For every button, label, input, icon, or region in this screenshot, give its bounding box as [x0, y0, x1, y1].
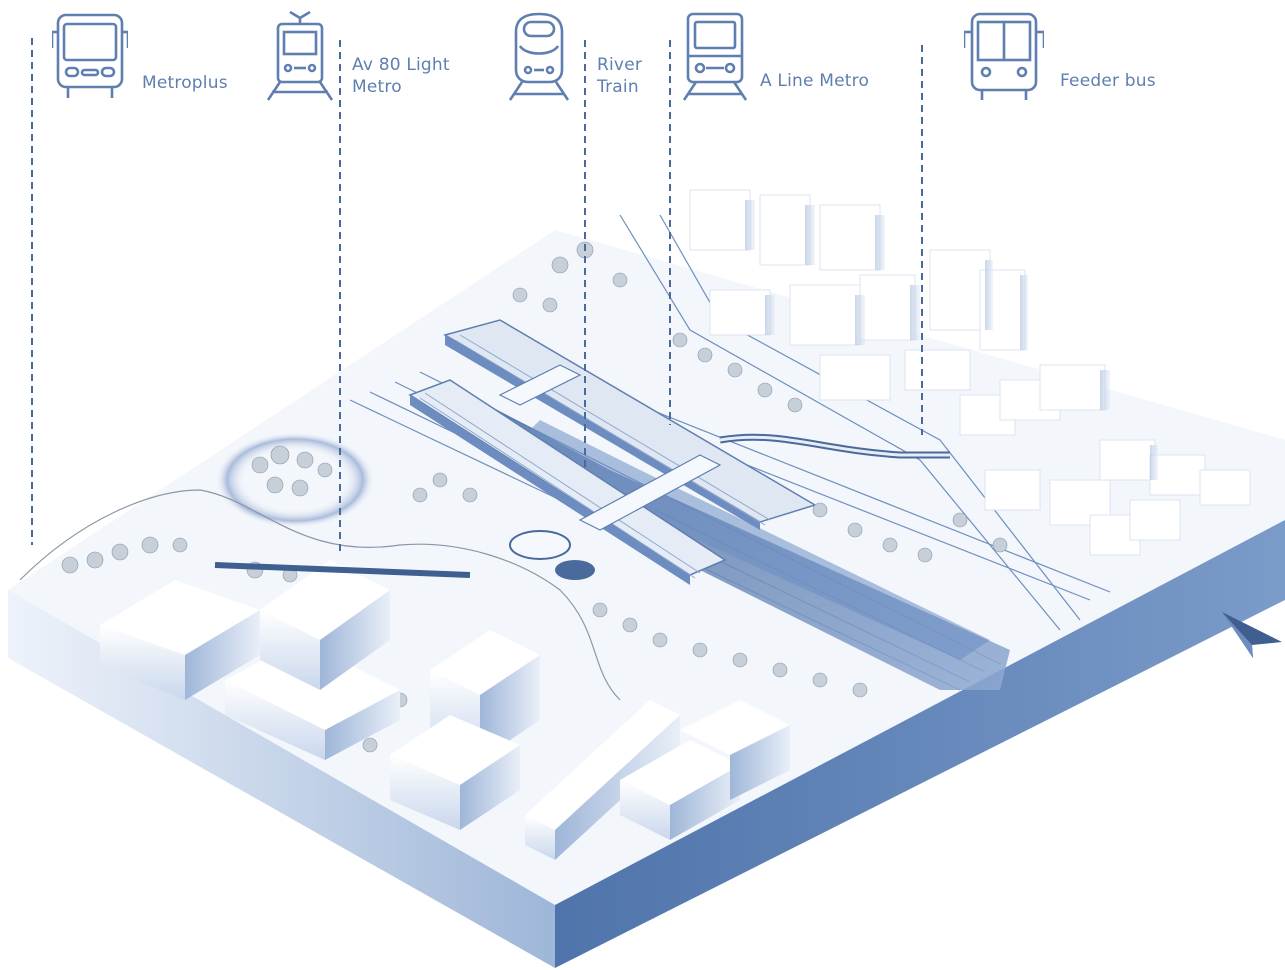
slab-side-face: [555, 520, 1285, 968]
legend-label-feeder-bus: Feeder bus: [1060, 71, 1156, 91]
legend-label-light-metro: Av 80 Light Metro: [352, 55, 450, 97]
legend-label-metroplus: Metroplus: [142, 73, 228, 93]
slab-front-face: [8, 590, 555, 968]
north-arrow-icon: [1222, 612, 1282, 658]
feeder-bus-icon: [964, 10, 1044, 102]
station-structure: [408, 319, 950, 585]
legend-label-a-line-metro: A Line Metro: [760, 71, 870, 91]
pedestrian-path: [19, 489, 621, 701]
residential-blocks: [689, 189, 1251, 556]
bus-front-icon: [52, 10, 128, 102]
river-water: [520, 420, 990, 660]
tram-icon: [266, 10, 334, 102]
leader-lines: [31, 38, 923, 555]
high-speed-train-icon: [508, 10, 570, 102]
metroplus-lane: [214, 562, 471, 578]
foreground-buildings: [100, 560, 790, 860]
circular-plaza: [215, 432, 375, 528]
metro-train-icon: [682, 10, 748, 102]
legend-label-river-train: River Train: [597, 55, 643, 97]
